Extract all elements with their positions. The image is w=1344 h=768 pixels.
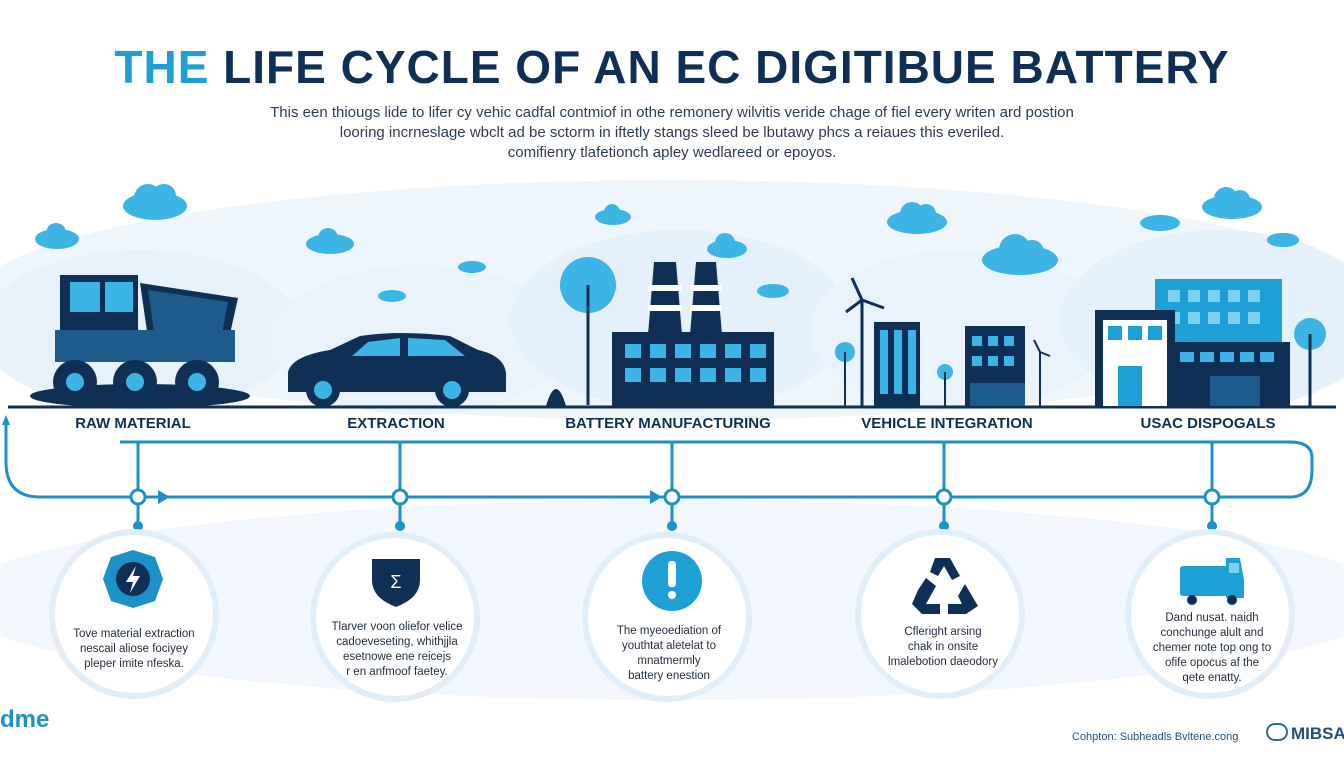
- clouds: [35, 184, 1299, 302]
- description-line: r en anfmoof faetey.: [346, 666, 448, 678]
- flow-dots: [133, 521, 1217, 531]
- recycle-icon: [912, 558, 978, 614]
- page-subtitle: This een thiougs lide to lifer cy vehic …: [200, 103, 1144, 163]
- cloud-icon: [707, 233, 747, 258]
- bolt-badge-icon: [103, 550, 163, 608]
- subtitle-line: This een thiougs lide to lifer cy vehic …: [270, 104, 1074, 121]
- description-line: battery enestion: [628, 670, 710, 682]
- cloud-icon: [1140, 215, 1180, 231]
- partner-logo-icon: [1266, 723, 1288, 741]
- svg-text:Σ: Σ: [390, 572, 401, 592]
- cloud-icon: [35, 223, 79, 249]
- stage-description-extraction: Tlarver voon oliefor velice cadoevesetin…: [312, 620, 482, 680]
- factory-illustration: [546, 257, 774, 406]
- stage-description-raw-material: Tove material extraction nescail aliose …: [49, 627, 219, 672]
- description-line: youthtat aletelat to: [622, 640, 716, 652]
- stage-description-disposal: Dand nusat. naidh conchunge alult and ch…: [1127, 611, 1297, 686]
- cloud-icon: [458, 261, 486, 273]
- description-line: chak in onsite: [907, 641, 979, 653]
- cloud-icon: [1202, 187, 1262, 219]
- subtitle-line: looring incrneslage wbclt ad be sctorm i…: [339, 124, 1005, 141]
- description-line: lmalebotion daeodory: [888, 656, 998, 668]
- title-rest: LIFE CYCLE OF AN EC DIGITIBUE BATTERY: [223, 41, 1230, 93]
- vehicle-integration-illustration: [835, 277, 1051, 406]
- stage-description-battery-manufacturing: The myeoediation of youthtat aletelat to…: [584, 624, 754, 684]
- stage-label-vehicle-integration: VEHICLE INTEGRATION: [861, 415, 1033, 432]
- cloud-icon: [982, 234, 1058, 275]
- disposal-buildings-illustration: [1095, 279, 1326, 406]
- description-line: Tove material extraction: [73, 628, 195, 640]
- mining-truck-illustration: [30, 275, 250, 408]
- partner-logo: MIBSA: [1266, 723, 1344, 744]
- flow-connectors: [4, 420, 1314, 526]
- description-line: Cfleright arsing: [904, 626, 982, 638]
- description-line: pleper imite nfeska.: [84, 658, 184, 670]
- cloud-icon: [306, 228, 354, 254]
- stage-label-battery-manufacturing: BATTERY MANUFACTURING: [565, 415, 771, 432]
- page-title: THE LIFE CYCLE OF AN EC DIGITIBUE BATTER…: [0, 40, 1344, 94]
- brand-logo: dme: [0, 706, 50, 733]
- cloud-icon: [123, 184, 187, 220]
- flow-nodes: [129, 488, 1221, 506]
- delivery-truck-icon: [1180, 558, 1244, 605]
- electric-car-illustration: [288, 333, 506, 407]
- cloud-icon: [757, 284, 789, 298]
- subtitle-line: comifienry tlafetionch apley wedlareed o…: [507, 144, 837, 161]
- exclamation-icon: [642, 551, 702, 611]
- cloud-icon: [1267, 233, 1299, 247]
- title-accent: THE: [114, 41, 210, 93]
- description-line: conchunge alult and: [1160, 627, 1264, 639]
- cloud-icon: [887, 202, 947, 234]
- description-line: Tlarver voon oliefor velice: [331, 621, 463, 633]
- caption-text: Cohpton: Subheadls Bvltene.cong: [1072, 731, 1239, 743]
- flow-arrowheads: [2, 415, 662, 504]
- stage-label-disposal: USAC DISPOGALS: [1140, 415, 1276, 432]
- cloud-icon: [595, 204, 631, 225]
- partner-logo-text: MIBSA: [1291, 724, 1344, 743]
- description-line: cadoeveseting, whithjjla: [336, 636, 458, 648]
- stage-description-vehicle-integration: Cfleright arsing chak in onsite lmalebot…: [858, 625, 1028, 670]
- description-line: chemer note top ong to: [1152, 642, 1272, 654]
- sigma-shield-icon: Σ: [372, 559, 420, 607]
- description-line: The myeoediation of: [616, 625, 722, 637]
- description-line: ofife opocus af the: [1165, 657, 1259, 669]
- description-line: esetnowe ene reicejs: [342, 651, 452, 663]
- description-line: qete enatty.: [1182, 672, 1242, 684]
- cloud-icon: [378, 290, 406, 302]
- description-line: Dand nusat. naidh: [1165, 612, 1259, 624]
- stage-label-raw-material: RAW MATERIAL: [75, 415, 191, 432]
- description-line: nescail aliose fociyey: [79, 643, 189, 655]
- stage-label-extraction: EXTRACTION: [347, 415, 445, 432]
- description-line: mnatmermly: [637, 655, 701, 667]
